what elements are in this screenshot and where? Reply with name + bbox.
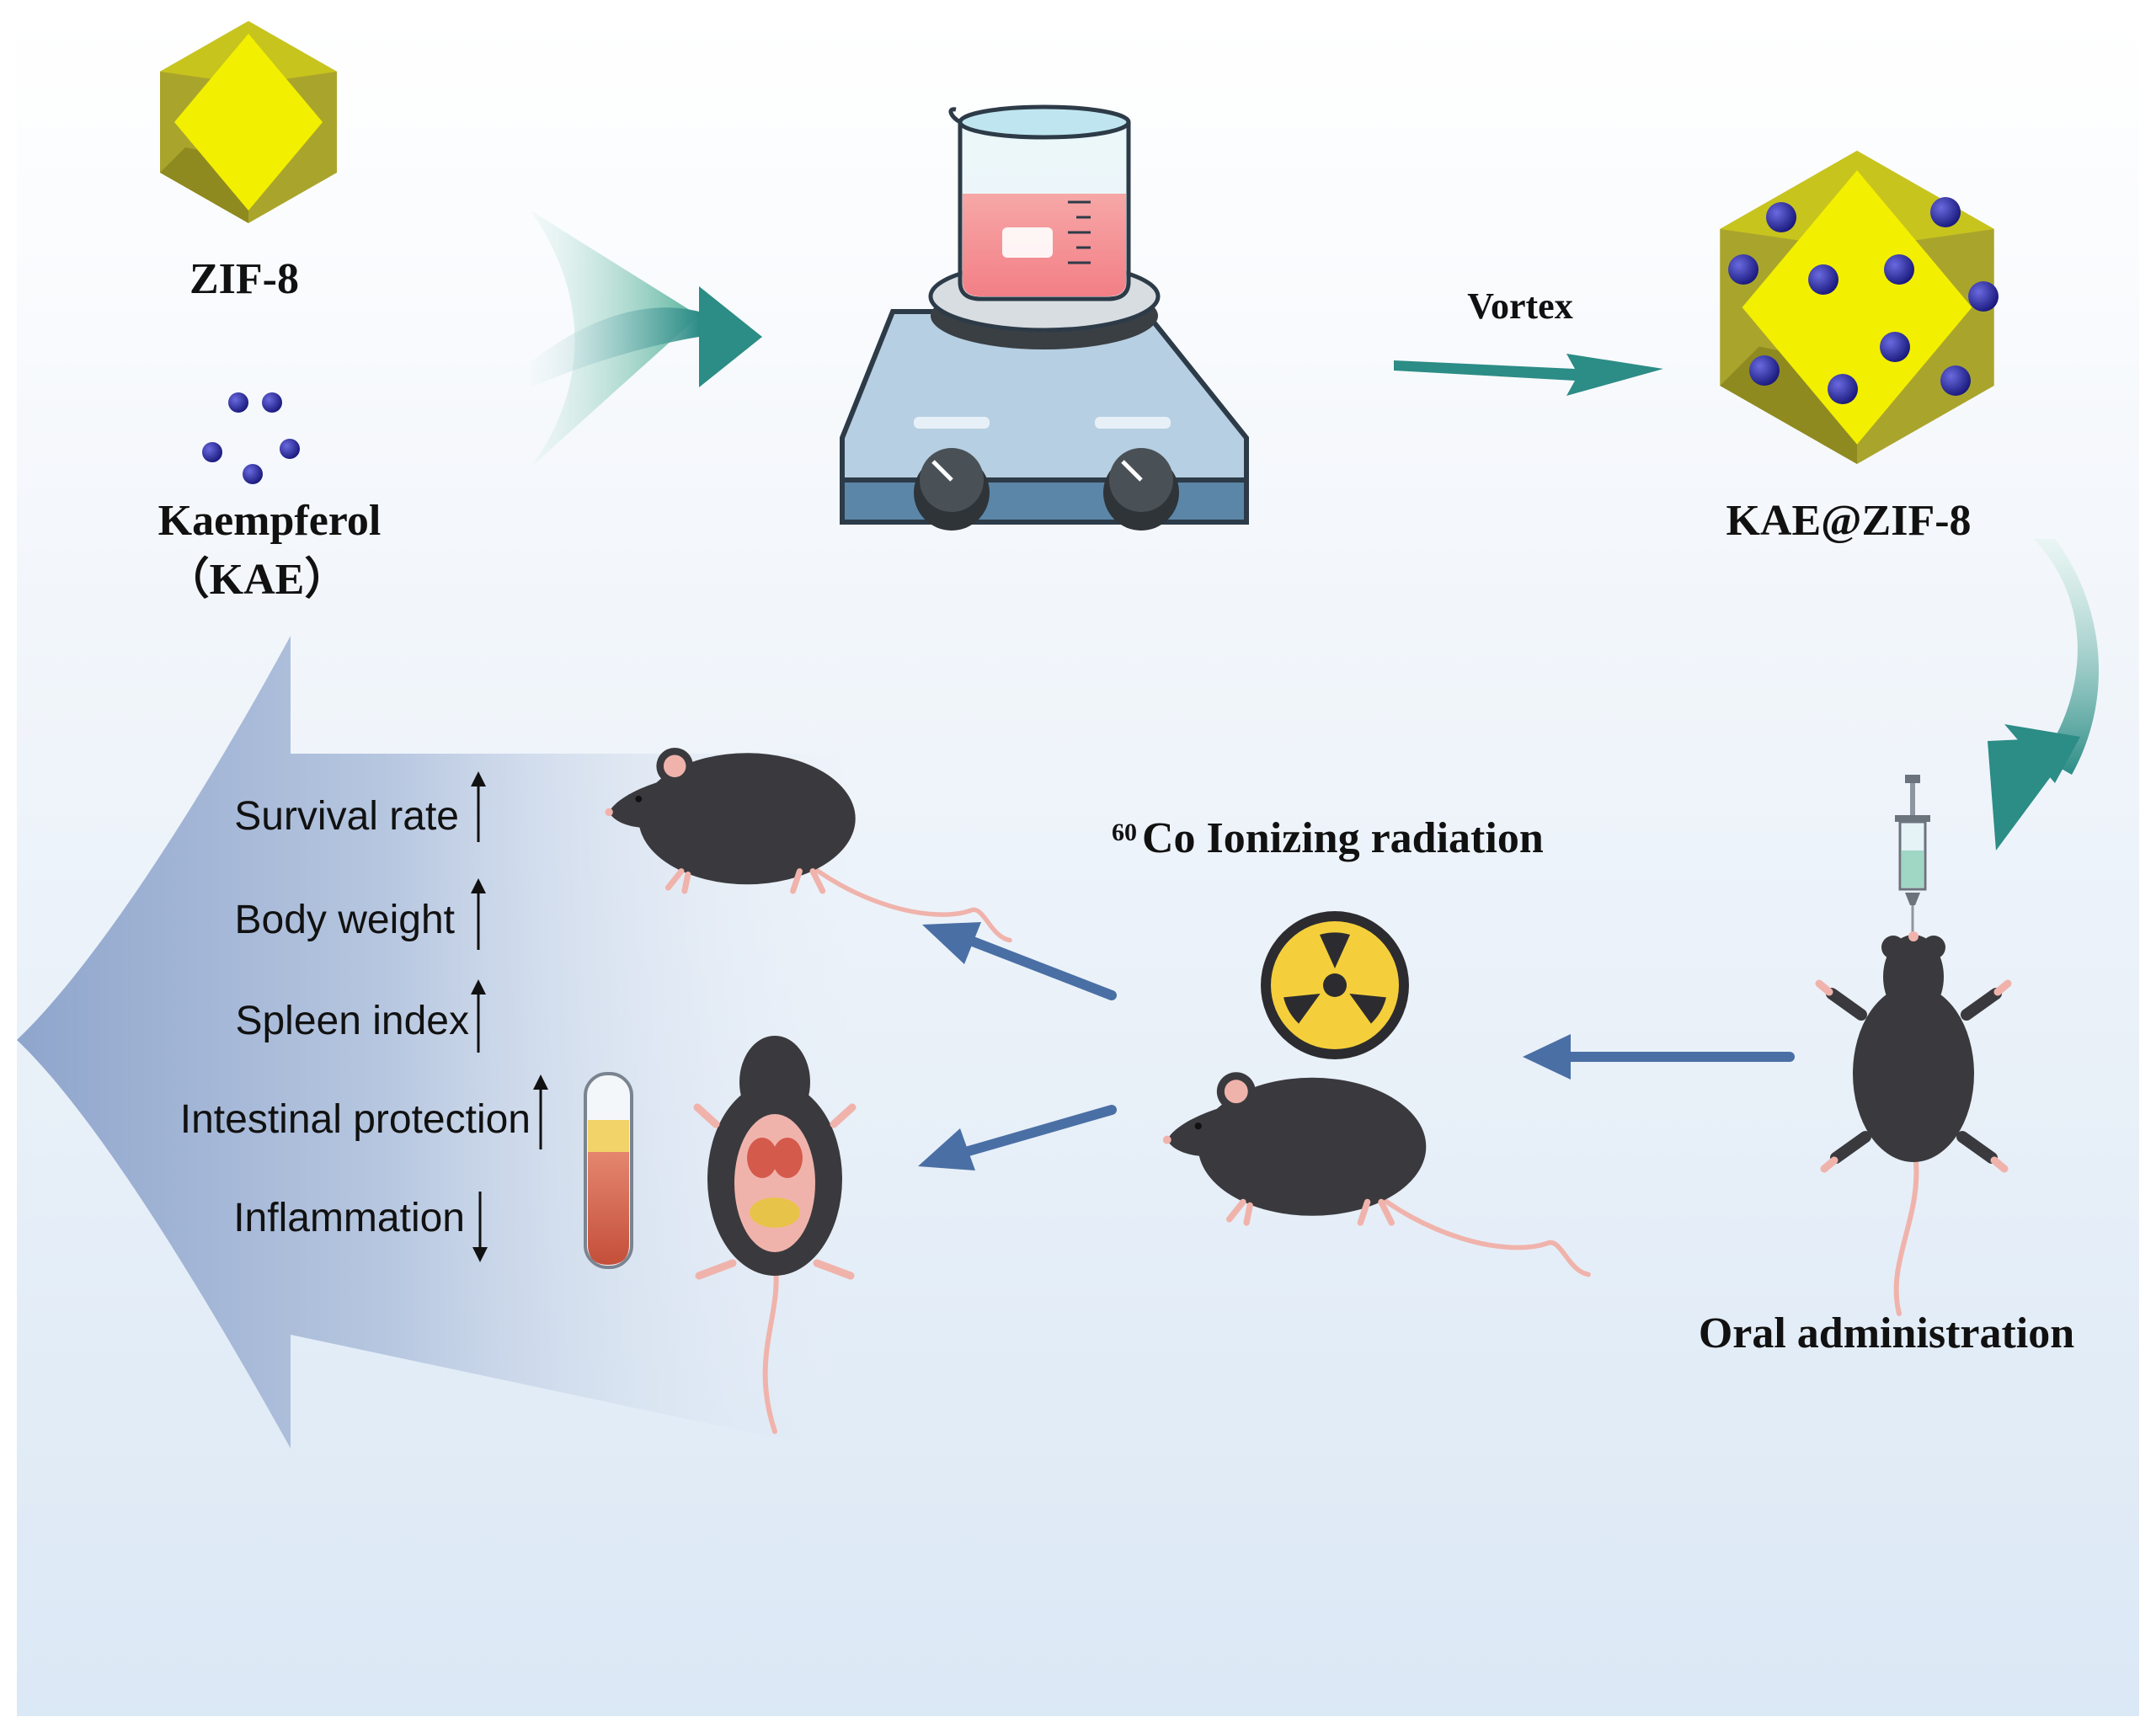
kaempferol-particles-icon — [202, 392, 300, 484]
dissected-mouse-icon — [693, 1036, 857, 1434]
blood-tube-icon — [584, 1072, 633, 1269]
radiation-superscript: 60 — [1112, 819, 1137, 846]
outcome-label: Spleen index — [235, 999, 469, 1043]
outcomes-list: Survival rate Body weight Spleen index I… — [180, 771, 548, 1262]
result-arrows — [918, 922, 1117, 1170]
outcomes-big-arrow — [17, 636, 846, 1448]
zif8-label: ZIF-8 — [189, 255, 299, 303]
irradiation-arrow — [1523, 1034, 1795, 1080]
syringe-icon — [1895, 775, 1930, 935]
curved-down-arrow — [1988, 539, 2100, 851]
oral-administration-label: Oral administration — [1699, 1309, 2074, 1357]
combine-flow-arrow — [531, 211, 762, 467]
kae-zif8-label: KAE@ZIF-8 — [1726, 497, 1971, 545]
vortex-label: Vortex — [1467, 285, 1572, 327]
radiation-label: Co Ionizing radiation — [1142, 814, 1544, 862]
outcome-label: Body weight — [235, 898, 456, 942]
stirrer-beaker-icon — [840, 104, 1249, 531]
oral-mouse-icon — [1815, 931, 2012, 1316]
outcome-label: Survival rate — [234, 794, 459, 839]
kaempferol-label: Kaempferol — [158, 497, 382, 545]
kae-particles-loaded — [1728, 197, 1999, 404]
radiation-icon — [1261, 911, 1409, 1059]
outcome-label: Inflammation — [233, 1196, 465, 1240]
kae-abbrev-label: （KAE） — [166, 555, 349, 604]
outcome-label: Intestinal protection — [180, 1097, 531, 1142]
vortex-arrow — [1394, 354, 1663, 396]
